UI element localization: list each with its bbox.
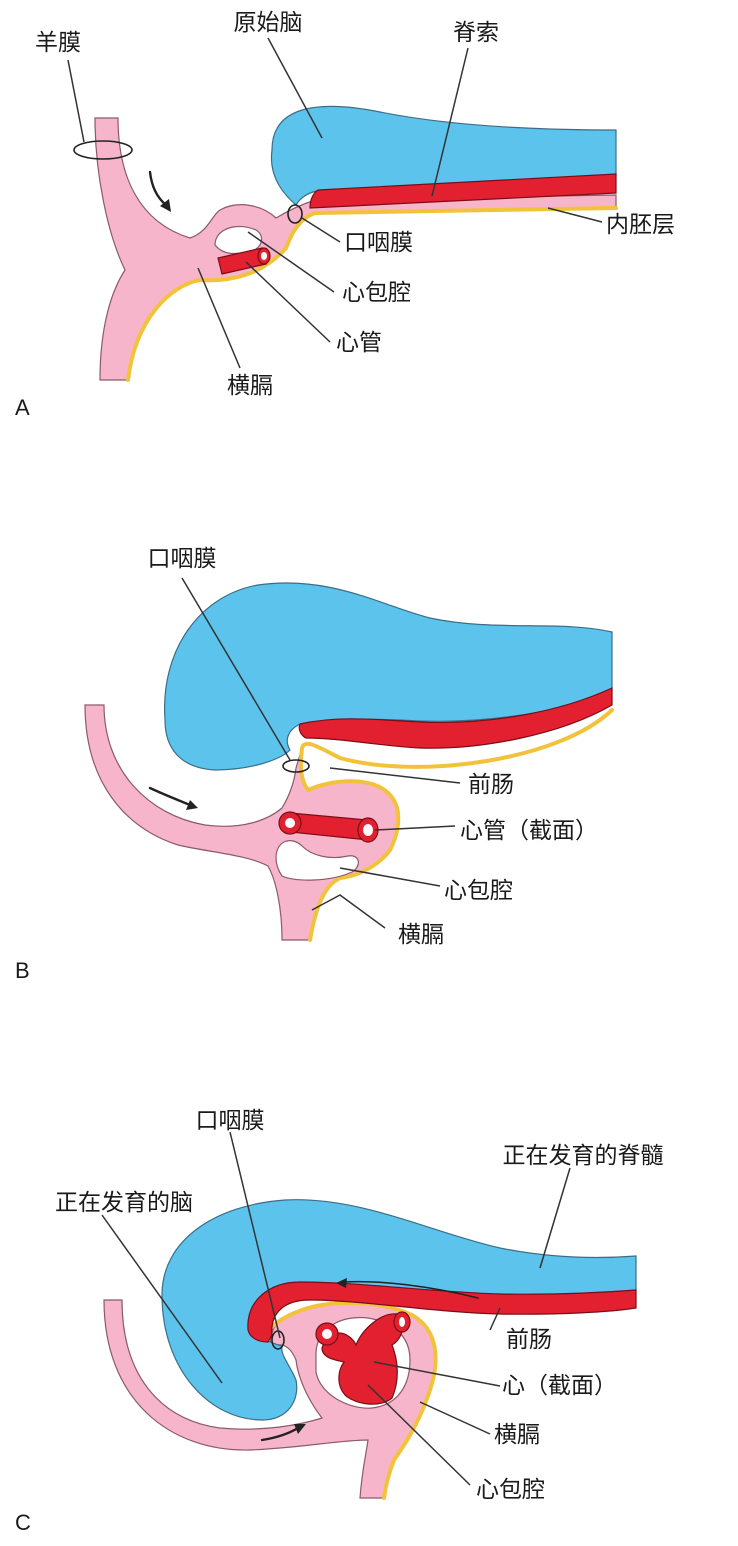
label-developing-brain: 正在发育的脑 — [55, 1190, 193, 1216]
primitive-brain — [270, 105, 617, 206]
label-heart-section-c: 心（截面） — [502, 1373, 617, 1399]
label-foregut-b: 前肠 — [468, 772, 514, 798]
oropharyngeal-ring-a — [287, 204, 303, 224]
heart-c — [315, 1311, 411, 1405]
endoderm-line-c — [262, 1301, 438, 1500]
foregut-arrow-c — [343, 1280, 479, 1299]
label-pericardial-cavity-a: 心包腔 — [342, 280, 411, 306]
heart-tube-b — [278, 811, 379, 843]
label-notochord: 脊索 — [453, 20, 499, 46]
label-oropharyngeal-membrane-b: 口咽膜 — [148, 546, 217, 572]
folding-arrow-a — [148, 170, 168, 207]
label-developing-spinal-cord: 正在发育的脊髓 — [503, 1143, 664, 1169]
label-endoderm: 内胚层 — [606, 212, 675, 238]
label-oropharyngeal-membrane-a: 口咽膜 — [344, 230, 413, 256]
notochord-b — [298, 687, 613, 749]
endoderm-line-a — [126, 206, 618, 382]
endoderm-line-b — [298, 708, 614, 942]
heart-tube-a — [217, 247, 271, 275]
folding-arrow-b — [148, 786, 192, 807]
label-primitive-brain: 原始脑 — [234, 10, 303, 36]
panel-letter-a: A — [15, 395, 30, 420]
label-septum-transversum-b: 横膈 — [398, 922, 444, 948]
panel-letter-b: B — [15, 958, 30, 983]
label-heart-tube-a: 心管 — [336, 330, 382, 356]
label-oropharyngeal-membrane-c: 口咽膜 — [196, 1108, 265, 1134]
notochord — [309, 173, 617, 209]
panel-b: 口咽膜 前肠 心管（截面） 心包腔 横膈 B — [15, 546, 614, 983]
folding-arrow-c — [260, 1426, 300, 1442]
label-pericardial-cavity-b: 心包腔 — [444, 878, 513, 904]
label-foregut-c: 前肠 — [506, 1327, 552, 1353]
label-septum-transversum-a: 横膈 — [227, 373, 273, 399]
label-amnion: 羊膜 — [35, 30, 81, 56]
amnion-ring — [73, 140, 133, 160]
oropharyngeal-ring-b — [282, 759, 310, 773]
label-heart-tube-section-b: 心管（截面） — [460, 818, 598, 844]
panel-a: 羊膜 原始脑 脊索 口咽膜 内胚层 心包腔 心管 横膈 A — [15, 10, 675, 420]
panel-letter-c: C — [15, 1510, 31, 1535]
label-pericardial-cavity-c: 心包腔 — [476, 1477, 545, 1503]
label-septum-transversum-c: 横膈 — [494, 1422, 540, 1448]
panel-c: 口咽膜 正在发育的脊髓 正在发育的脑 前肠 心（截面） 横膈 心包腔 C — [15, 1108, 664, 1535]
pericardial-cavity-b — [275, 840, 359, 881]
